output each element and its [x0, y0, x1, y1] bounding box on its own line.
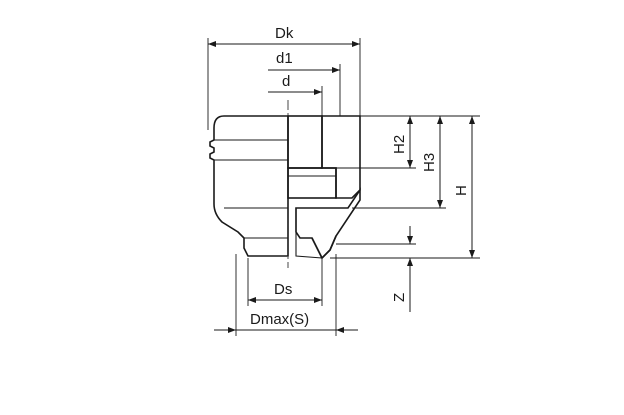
dim-h: H — [453, 116, 475, 258]
label-h3: H3 — [421, 153, 438, 172]
dim-d1: d1 — [268, 50, 341, 116]
label-dk: Dk — [275, 25, 294, 42]
dim-h2: H2 — [391, 116, 413, 168]
cup-section — [287, 115, 361, 260]
dim-d: d — [268, 73, 323, 116]
label-d1: d1 — [276, 50, 293, 67]
label-z: Z — [391, 293, 408, 302]
dim-z: Z — [391, 226, 413, 312]
label-h2: H2 — [391, 135, 408, 154]
label-ds: Ds — [274, 281, 292, 298]
label-d: d — [282, 73, 290, 90]
label-dmax: Dmax(S) — [250, 311, 309, 328]
dim-extension-lines — [330, 115, 480, 259]
dim-ds: Ds — [247, 258, 323, 306]
dim-h3: H3 — [421, 116, 443, 208]
label-h: H — [453, 185, 470, 196]
dim-dk: Dk — [207, 25, 361, 130]
dim-dmax: Dmax(S) — [214, 254, 358, 336]
cup-body-exterior — [209, 115, 289, 257]
